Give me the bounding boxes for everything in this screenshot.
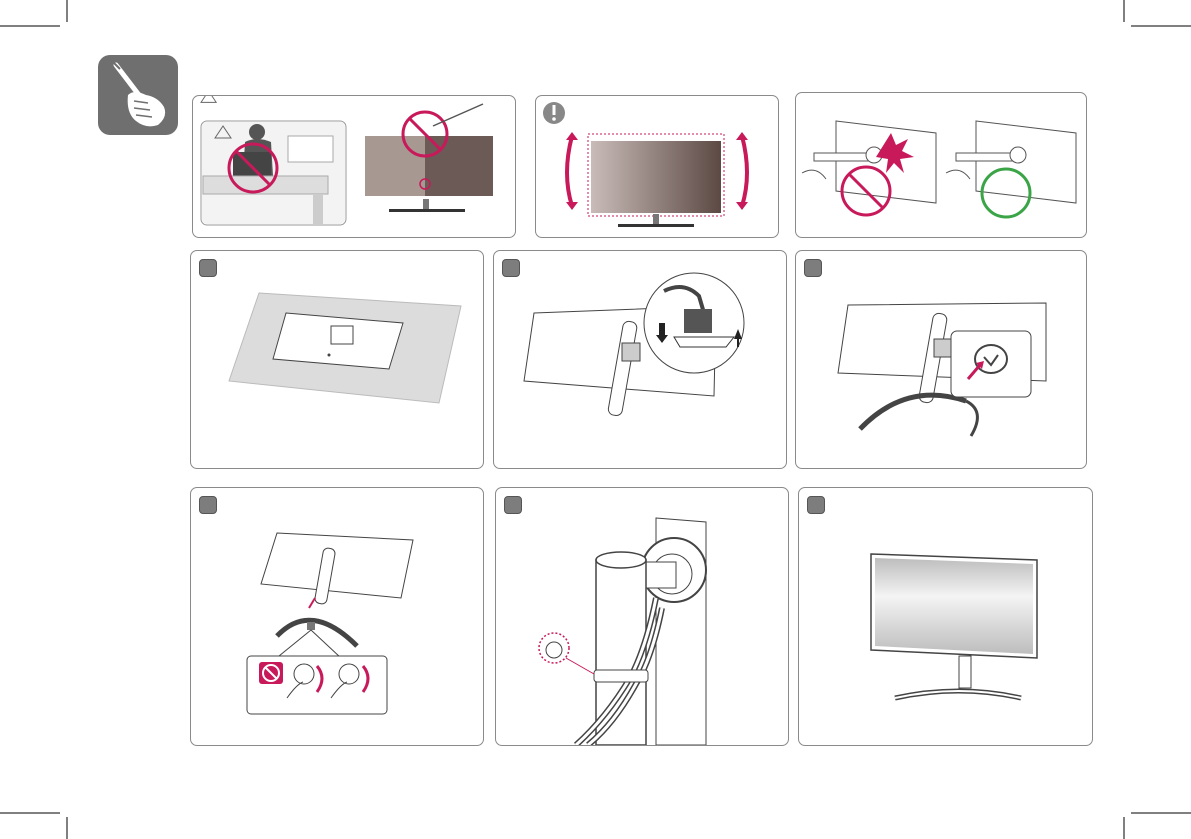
incorrect-cable-connection-illustration (802, 121, 936, 215)
step-4-panel (190, 487, 484, 746)
step-6-panel (798, 487, 1093, 746)
crop-mark-bottom-left (0, 800, 70, 839)
attach-base-screw-icon (191, 488, 483, 745)
step-1-panel (190, 250, 484, 469)
handle-screen-edges-illustration (566, 132, 748, 227)
do-not-press-screen-illustration (365, 104, 493, 212)
exclamation-notice-icon (543, 102, 565, 124)
crop-mark-top-left (0, 0, 70, 40)
cable-panel (795, 92, 1087, 238)
notice-panel (535, 95, 779, 238)
screwdriver-in-hand-icon (98, 55, 178, 135)
do-not-drop-monitor-illustration (201, 121, 346, 225)
correct-cable-connection-illustration (946, 121, 1076, 217)
crop-mark-top-right (1121, 0, 1191, 40)
step-2-panel (493, 250, 787, 469)
assembled-monitor-icon (799, 488, 1092, 745)
crop-mark-bottom-right (1121, 800, 1191, 839)
caution-panel (192, 95, 516, 238)
step-5-panel (495, 487, 789, 746)
attach-stand-body-icon (494, 251, 786, 468)
push-cover-icon (796, 251, 1086, 468)
warning-triangle-icon (201, 96, 513, 102)
cable-holder-icon (496, 488, 788, 745)
monitor-facedown-icon (191, 251, 483, 468)
step-3-panel (795, 250, 1087, 469)
